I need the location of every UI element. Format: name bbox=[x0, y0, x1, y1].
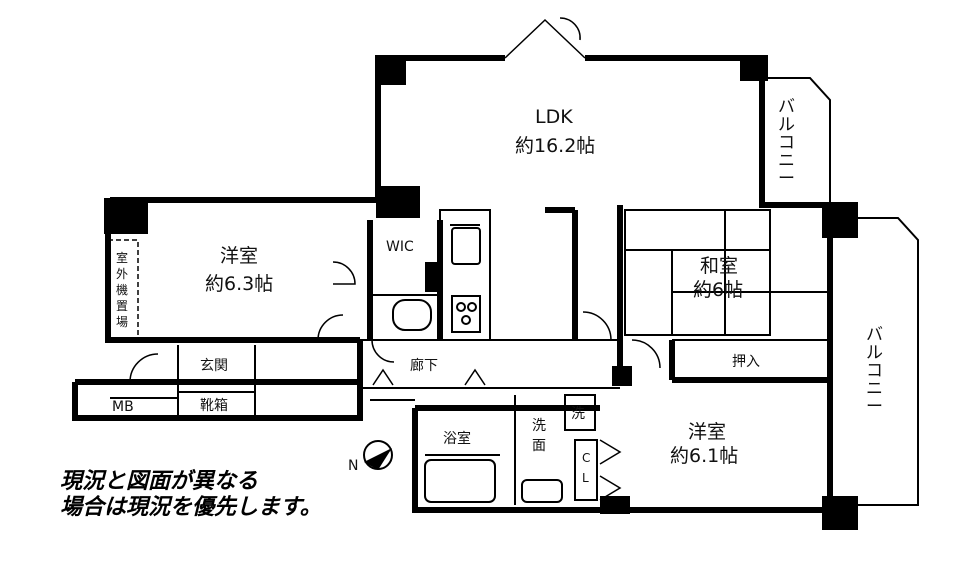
cl-char-2: L bbox=[582, 471, 589, 485]
cl-char-1: C bbox=[582, 451, 590, 465]
balcony2-char-3: コ bbox=[866, 361, 883, 381]
ldk-size: 約16.2帖 bbox=[515, 135, 595, 157]
outdoor-char-1: 室 bbox=[116, 250, 128, 265]
balcony2-char-5: ー bbox=[866, 397, 883, 417]
notice-line-1: 現況と図面が異なる bbox=[60, 468, 258, 494]
closet-label: 押入 bbox=[732, 354, 760, 370]
japanese-name: 和室 bbox=[700, 255, 738, 277]
entrance-label: 玄関 bbox=[200, 357, 228, 374]
balcony1-char-1: バ bbox=[778, 97, 795, 117]
western2-name: 洋室 bbox=[688, 421, 726, 443]
outdoor-char-4: 置 bbox=[116, 299, 128, 313]
washroom-char-2: 面 bbox=[532, 438, 546, 454]
balcony1-char-2: ル bbox=[778, 115, 795, 135]
outdoor-char-5: 場 bbox=[116, 315, 128, 329]
compass-icon bbox=[363, 440, 393, 470]
wic-label: WIC bbox=[386, 239, 414, 255]
balcony2-char-1: バ bbox=[866, 325, 883, 345]
laundry-label: 洗 bbox=[571, 406, 585, 422]
notice-line-2: 場合は現況を優先します。 bbox=[60, 494, 322, 520]
western2-size: 約6.1帖 bbox=[670, 445, 738, 467]
outdoor-char-3: 機 bbox=[116, 282, 128, 297]
balcony1-char-3: コ bbox=[778, 133, 795, 153]
wall-blocks bbox=[104, 55, 858, 530]
hallway-label: 廊下 bbox=[410, 357, 438, 374]
japanese-size: 約6帖 bbox=[693, 279, 743, 301]
washroom-char-1: 洗 bbox=[532, 418, 546, 434]
balcony2-char-2: ル bbox=[866, 343, 883, 363]
thin-walls bbox=[110, 77, 919, 506]
bath-label: 浴室 bbox=[443, 430, 471, 447]
western1-size: 約6.3帖 bbox=[205, 273, 273, 295]
walls bbox=[72, 55, 833, 513]
western1-name: 洋室 bbox=[220, 245, 258, 267]
balcony1-char-5: ー bbox=[778, 169, 795, 189]
shoe-box-label: 靴箱 bbox=[200, 398, 228, 414]
mb-label: MB bbox=[112, 399, 134, 415]
ldk-name: LDK bbox=[535, 106, 573, 128]
balcony1-char-4: ニ bbox=[778, 151, 795, 171]
door-swings bbox=[129, 17, 661, 501]
balcony2-char-4: ニ bbox=[866, 379, 883, 399]
outdoor-char-2: 外 bbox=[116, 267, 128, 281]
compass-label: N bbox=[348, 458, 358, 474]
